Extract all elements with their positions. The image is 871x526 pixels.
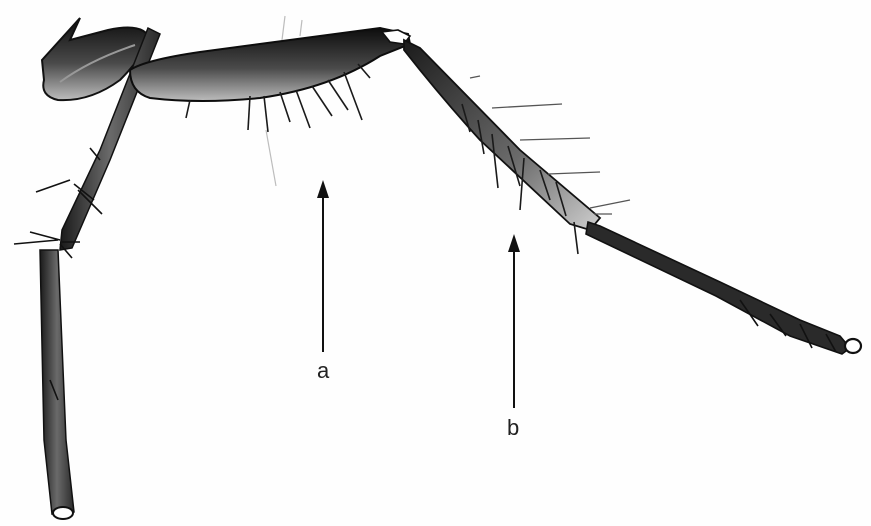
tibia-segment	[404, 40, 630, 254]
label-b: b	[507, 417, 519, 439]
arrow-a	[317, 180, 329, 352]
arrow-b	[508, 234, 520, 408]
front-leg	[14, 28, 160, 519]
label-a: a	[317, 360, 329, 382]
femur-segment	[130, 16, 410, 186]
tarsus-segment	[586, 222, 861, 354]
